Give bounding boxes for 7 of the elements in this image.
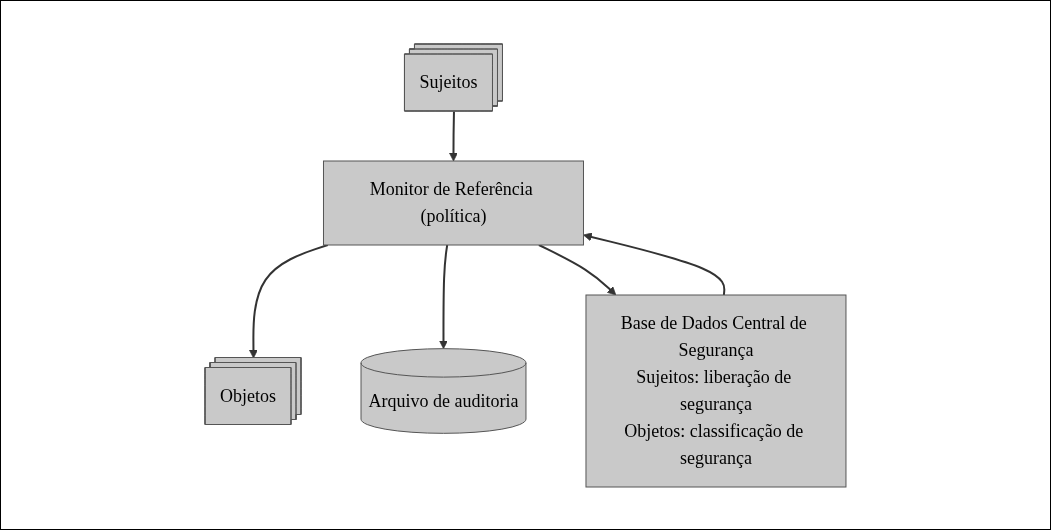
arrow	[439, 243, 449, 349]
arrow	[537, 243, 617, 295]
arrow	[449, 110, 458, 161]
arrow	[583, 232, 726, 296]
node-box: Base de Dados Central de Segurança Sujeitos: liberação de segurança Objetos: classificação de segurança	[585, 294, 847, 487]
node-box: Monitor de Referência (política)	[323, 160, 584, 245]
arrow	[249, 243, 329, 358]
